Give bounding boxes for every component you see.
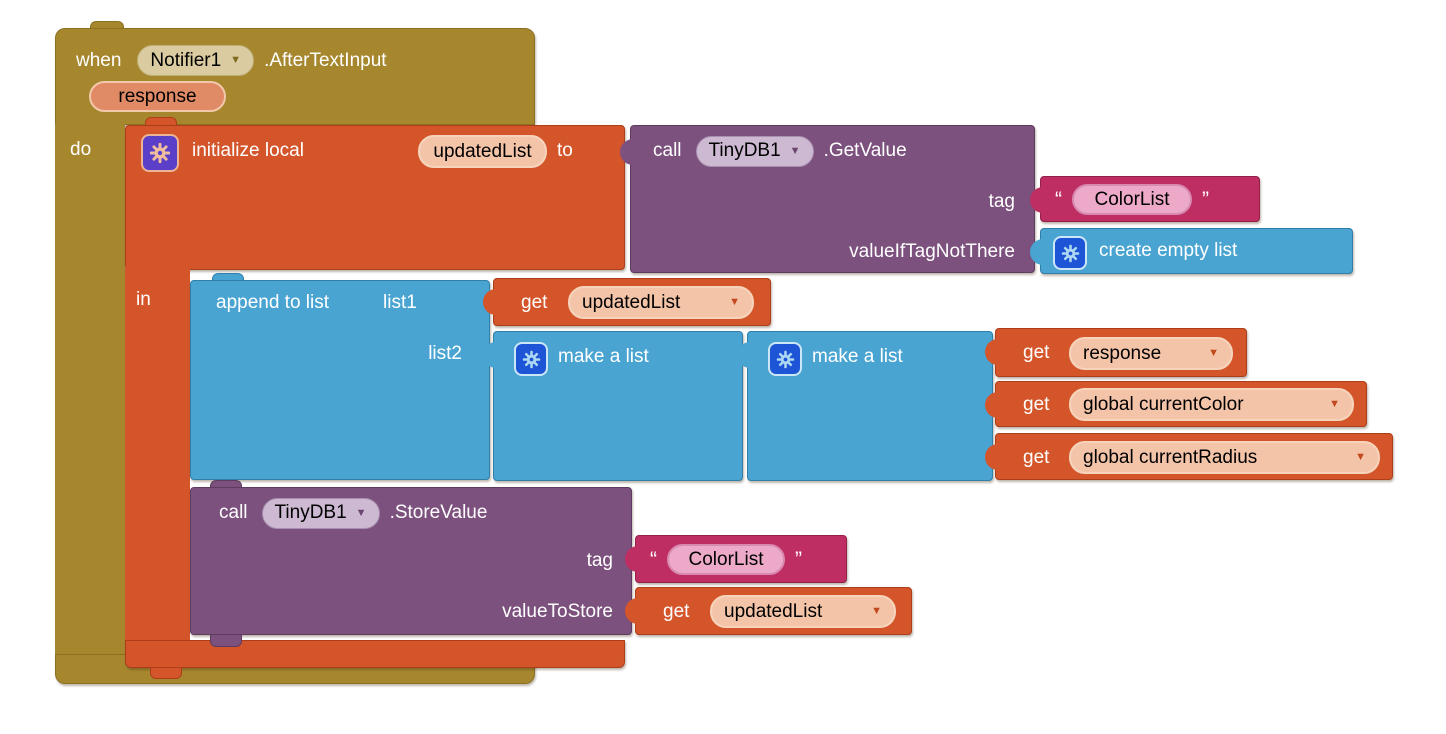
var-dropdown-value: global currentColor [1083,393,1244,415]
make-a-list-outer-block[interactable]: make a list [483,331,743,481]
dropdown-arrow-icon: ▼ [789,144,801,157]
dropdown-arrow-icon: ▼ [1208,347,1219,359]
make-a-list-label: make a list [812,346,903,367]
open-quote: “ [650,548,657,571]
tag-socket-label: tag [586,550,613,571]
dropdown-arrow-icon: ▼ [230,54,242,66]
var-dropdown-value: global currentRadius [1083,446,1258,468]
get-global-currentradius-block[interactable]: get global currentRadius ▼ [985,433,1393,480]
event-name: .AfterTextInput [264,49,387,71]
tinydb-dropdown-value: TinyDB1 [708,140,781,161]
var-dropdown[interactable]: updatedList ▼ [710,595,896,628]
dropdown-arrow-icon: ▼ [871,605,882,617]
close-quote: ” [795,548,802,571]
create-empty-list-block[interactable]: create empty list [1030,228,1353,274]
dropdown-arrow-icon: ▼ [1329,398,1340,410]
method-name: .StoreValue [389,502,488,523]
call-getvalue-block[interactable]: call TinyDB1 ▼ .GetValue tag valueIfTagN… [620,125,1035,273]
text-field[interactable]: ColorList [667,544,785,575]
valuetostore-socket-label: valueToStore [502,601,613,622]
call-storevalue-block[interactable]: call TinyDB1 ▼ .StoreValue tag valueToSt… [190,487,632,635]
gear-icon [149,142,171,164]
tinydb-dropdown-value: TinyDB1 [274,502,347,523]
call-label: call [219,502,248,523]
get-label: get [1023,447,1050,468]
get-updatedlist-block-top[interactable]: get updatedList ▼ [483,278,771,326]
close-quote: ” [1202,188,1209,211]
component-dropdown[interactable]: Notifier1 ▼ [137,45,255,76]
get-label: get [521,292,548,313]
text-field-value: ColorList [688,548,764,570]
dropdown-arrow-icon: ▼ [729,296,740,308]
get-label: get [663,601,690,622]
gear-icon [522,350,540,368]
text-field[interactable]: ColorList [1072,184,1192,215]
get-response-block[interactable]: get response ▼ [985,328,1247,377]
component-dropdown-value: Notifier1 [150,49,222,71]
list1-socket-label: list1 [383,292,417,313]
valueiftagnotthere-socket-label: valueIfTagNotThere [849,241,1015,262]
make-a-list-inner-block[interactable]: make a list [737,331,993,481]
get-global-currentcolor-block[interactable]: get global currentColor ▼ [985,381,1367,427]
get-updatedlist-block-bottom[interactable]: get updatedList ▼ [625,587,912,635]
event-param-label: response [118,85,197,107]
gear-icon [1061,244,1079,262]
tag-socket-label: tag [988,191,1015,212]
open-quote: “ [1055,188,1062,211]
text-string-block-colorlist-bottom[interactable]: “ ColorList ” [625,535,847,583]
get-label: get [1023,342,1050,363]
call-label: call [653,140,682,161]
event-param-response[interactable]: response [89,81,226,112]
init-local-spine[interactable] [125,268,190,640]
init-local-bottom-notch [150,667,182,679]
create-empty-list-label: create empty list [1099,240,1238,261]
do-label: do [70,139,92,160]
in-label: in [136,289,151,310]
init-local-label: initialize local [192,140,304,161]
tinydb-dropdown[interactable]: TinyDB1 ▼ [261,497,380,529]
gear-icon [776,350,794,368]
when-keyword: when [76,49,122,71]
dropdown-arrow-icon: ▼ [1355,451,1366,463]
list2-socket-label: list2 [428,343,462,364]
text-field-value: ColorList [1094,188,1170,210]
to-label: to [557,140,573,161]
storevalue-bottom-notch [210,634,242,647]
mutator-gear-icon[interactable] [514,342,548,376]
dropdown-arrow-icon: ▼ [355,506,367,519]
var-dropdown[interactable]: response ▼ [1069,337,1233,370]
init-local-block[interactable]: initialize local updatedList to [125,125,625,270]
local-var-name: updatedList [433,140,532,162]
when-event-block-spine[interactable] [55,124,125,654]
init-local-footer[interactable] [125,640,625,668]
mutator-gear-icon[interactable] [141,134,179,172]
var-dropdown[interactable]: global currentColor ▼ [1069,388,1354,421]
local-var-name-field[interactable]: updatedList [418,135,547,168]
method-name: .GetValue [823,140,907,161]
text-string-block-colorlist-top[interactable]: “ ColorList ” [1030,176,1260,222]
when-event-block-header[interactable]: when Notifier1 ▼ .AfterTextInput respons… [55,28,535,125]
var-dropdown-value: updatedList [724,600,823,622]
tinydb-dropdown[interactable]: TinyDB1 ▼ [695,135,814,167]
append-to-list-label: append to list [216,292,330,313]
var-dropdown[interactable]: global currentRadius ▼ [1069,441,1380,474]
mutator-gear-icon[interactable] [1053,236,1087,270]
make-a-list-label: make a list [558,346,649,367]
var-dropdown-value: response [1083,342,1162,364]
append-to-list-block[interactable]: append to list list1 list2 [190,280,490,480]
var-dropdown[interactable]: updatedList ▼ [568,286,754,319]
var-dropdown-value: updatedList [582,291,681,313]
mutator-gear-icon[interactable] [768,342,802,376]
get-label: get [1023,394,1050,415]
